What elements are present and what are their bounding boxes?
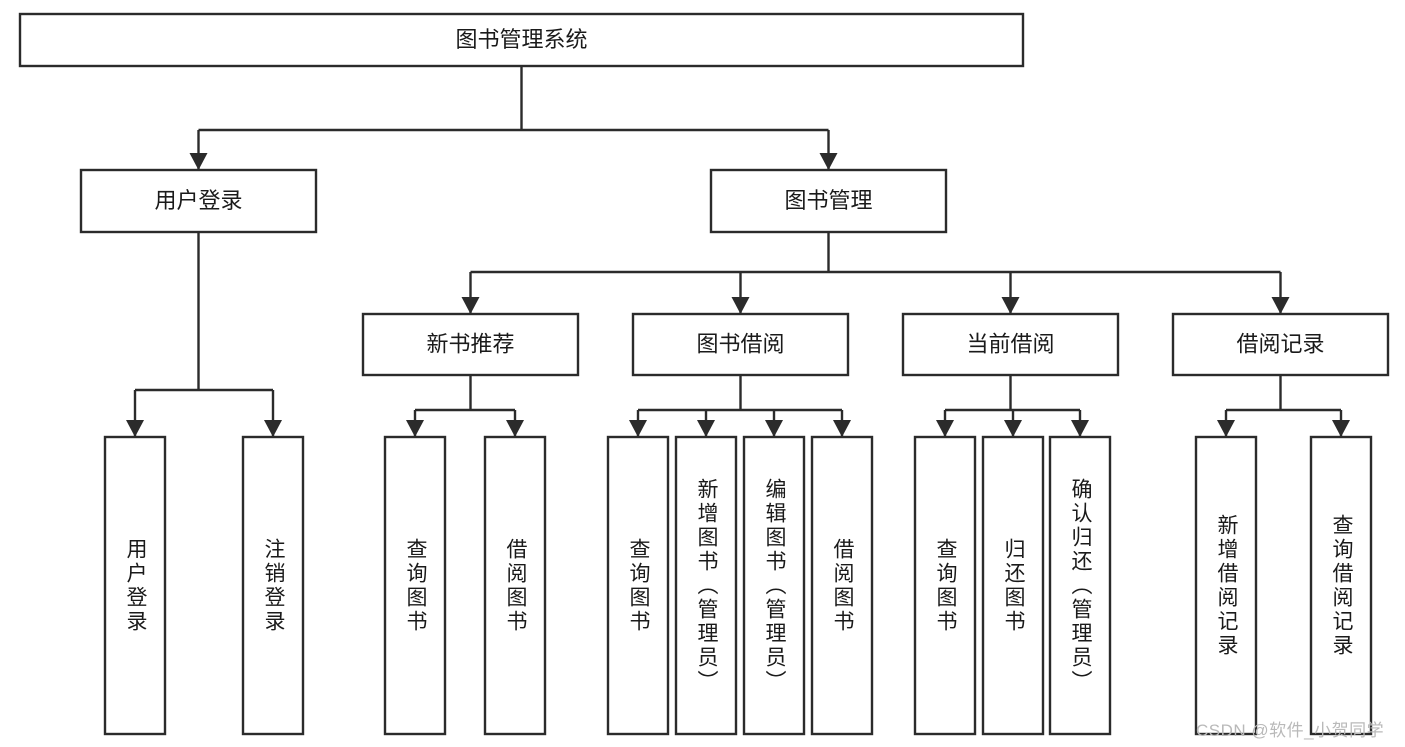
arrow-head-book-management-current-borrow: [1001, 297, 1020, 314]
node-box-leaf-user-logout[interactable]: [241, 435, 305, 736]
arrow-head-book-borrow-leaf-borrow-book-2: [833, 420, 851, 437]
node-box-book-management[interactable]: [709, 168, 948, 234]
node-box-leaf-add-book[interactable]: [674, 435, 738, 736]
node-box-leaf-borrow-book-1[interactable]: [483, 435, 547, 736]
arrow-head-current-borrow-leaf-query-book-3: [936, 420, 954, 437]
arrow-head-user-login-leaf-user-logout: [264, 420, 282, 437]
arrow-head-new-book-recommend-leaf-borrow-book-1: [506, 420, 524, 437]
node-box-current-borrow[interactable]: [901, 312, 1120, 377]
node-label-new-book-recommend: 新书推荐: [426, 331, 514, 356]
arrow-head-book-management-book-borrow: [731, 297, 750, 314]
node-box-root[interactable]: [18, 12, 1025, 68]
node-box-leaf-query-record[interactable]: [1309, 435, 1373, 736]
arrow-head-book-borrow-leaf-query-book-2: [629, 420, 647, 437]
arrow-head-book-management-borrow-record: [1271, 297, 1290, 314]
arrow-head-book-management-new-book-recommend: [461, 297, 480, 314]
node-box-leaf-confirm-return[interactable]: [1048, 435, 1112, 736]
arrow-head-current-borrow-leaf-return-book: [1004, 420, 1022, 437]
arrow-head-user-login-leaf-user-login: [126, 420, 144, 437]
node-box-leaf-return-book[interactable]: [981, 435, 1045, 736]
node-box-book-borrow[interactable]: [631, 312, 850, 377]
node-box-leaf-user-login[interactable]: [103, 435, 167, 736]
node-box-leaf-query-book-3[interactable]: [913, 435, 977, 736]
node-box-leaf-query-book-2[interactable]: [606, 435, 670, 736]
node-box-leaf-add-record[interactable]: [1194, 435, 1258, 736]
arrow-head-book-borrow-leaf-add-book: [697, 420, 715, 437]
node-label-current-borrow: 当前借阅: [966, 331, 1054, 356]
node-label-user-login: 用户登录: [154, 188, 242, 213]
arrow-head-new-book-recommend-leaf-query-book-1: [406, 420, 424, 437]
arrow-head-root-user-login: [189, 153, 208, 170]
arrow-head-book-borrow-leaf-edit-book: [765, 420, 783, 437]
node-label-borrow-record: 借阅记录: [1236, 331, 1324, 356]
node-box-leaf-edit-book[interactable]: [742, 435, 806, 736]
arrow-head-borrow-record-leaf-query-record: [1332, 420, 1350, 437]
node-box-new-book-recommend[interactable]: [361, 312, 580, 377]
node-box-leaf-query-book-1[interactable]: [383, 435, 447, 736]
node-box-user-login[interactable]: [79, 168, 318, 234]
node-label-book-management: 图书管理: [784, 188, 872, 213]
arrow-head-root-book-management: [819, 153, 838, 170]
node-box-layer: [18, 12, 1390, 736]
connector-layer: [126, 66, 1350, 437]
node-box-borrow-record[interactable]: [1171, 312, 1390, 377]
arrow-head-borrow-record-leaf-add-record: [1217, 420, 1235, 437]
arrow-head-current-borrow-leaf-confirm-return: [1071, 420, 1089, 437]
node-label-book-borrow: 图书借阅: [696, 331, 784, 356]
node-label-root: 图书管理系统: [455, 27, 587, 52]
node-box-leaf-borrow-book-2[interactable]: [810, 435, 874, 736]
